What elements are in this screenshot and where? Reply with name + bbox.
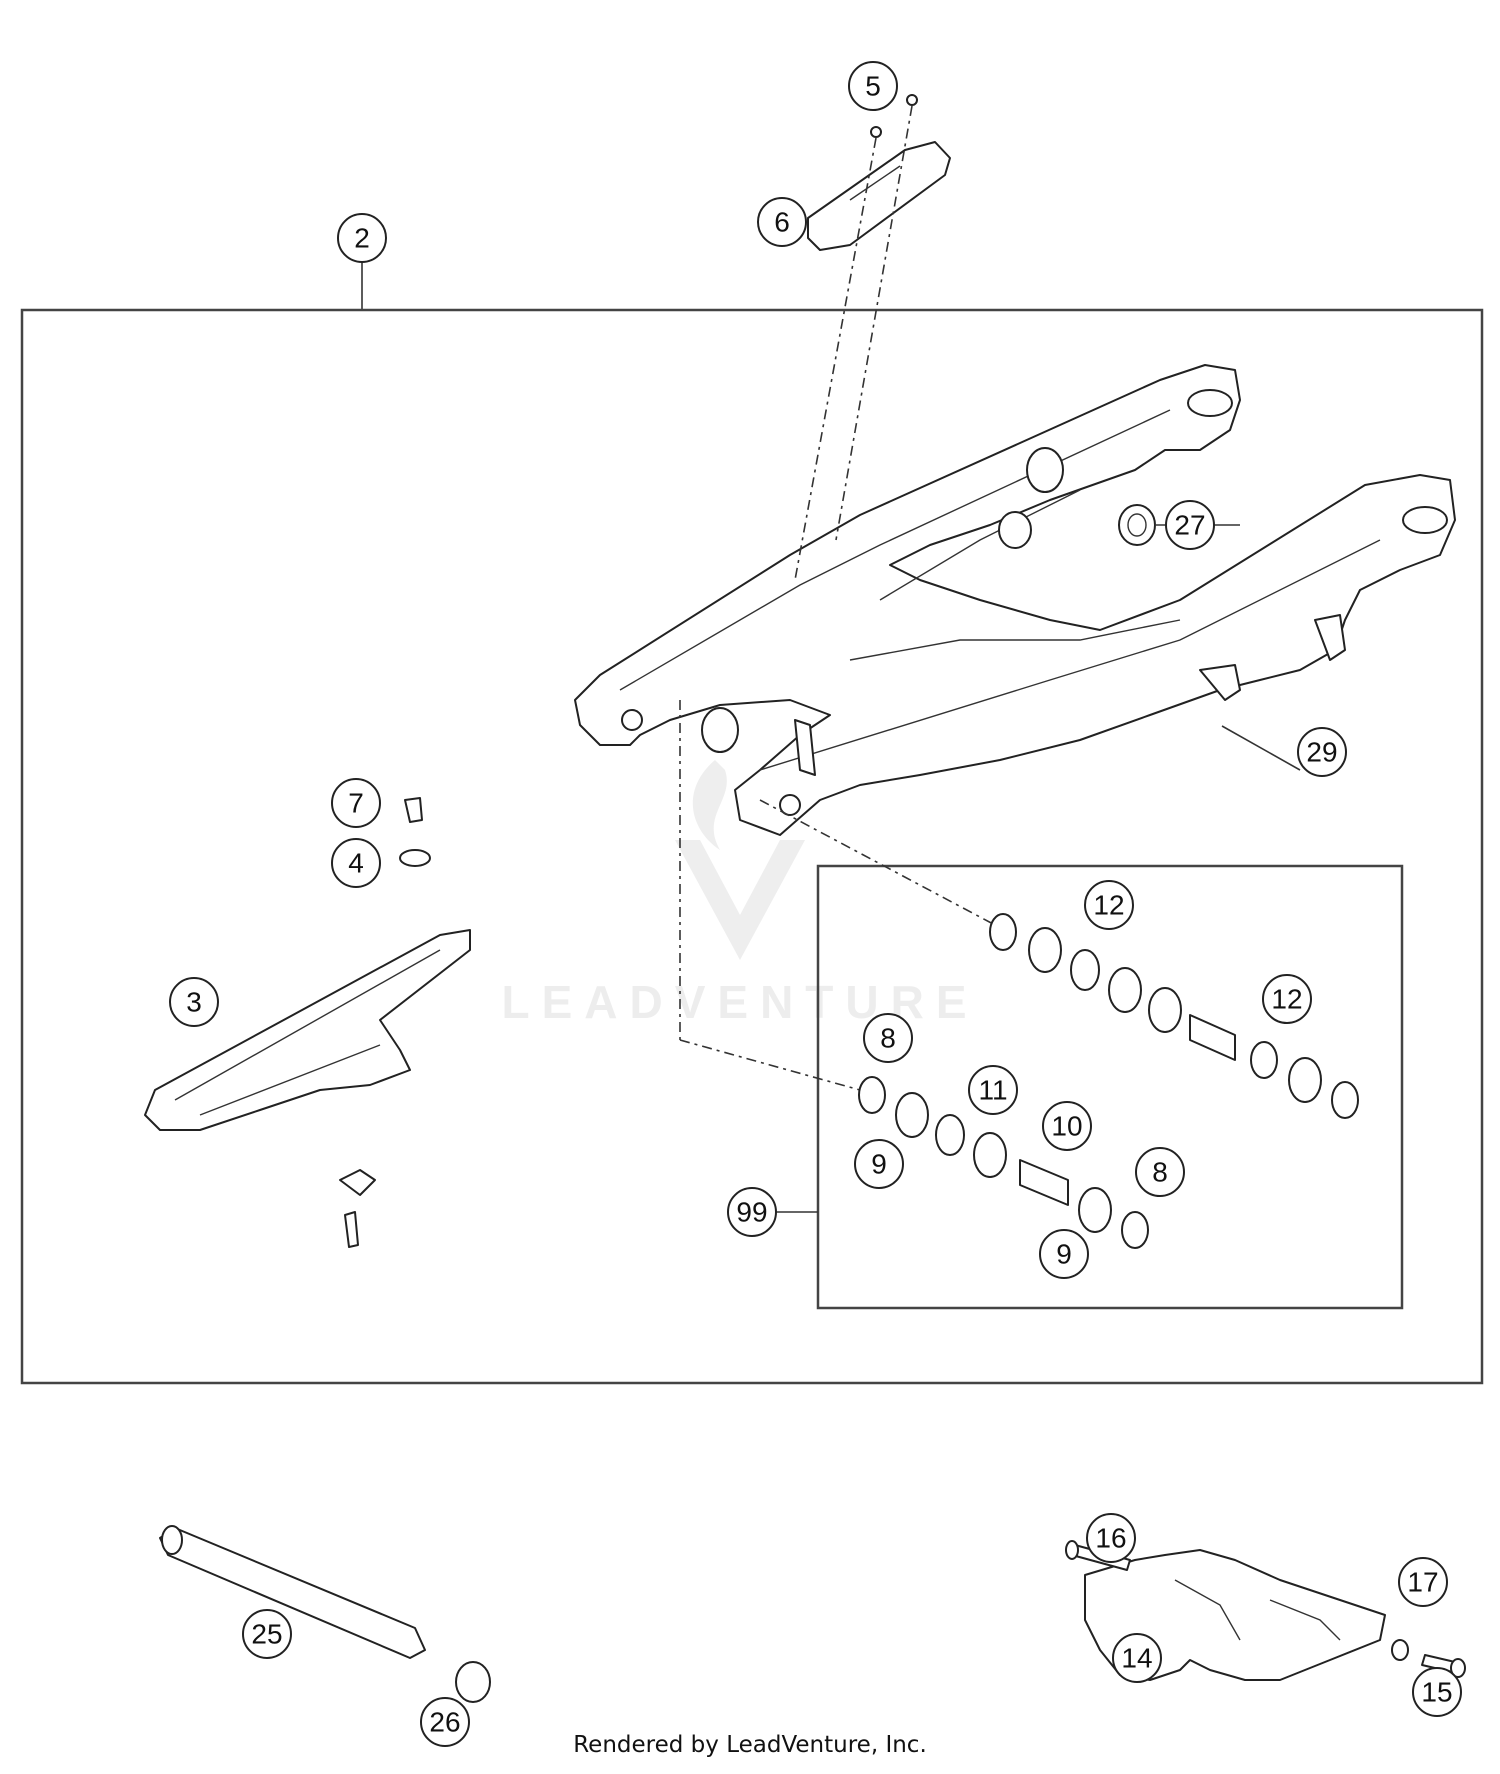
callout-17-label: 17 — [1407, 1567, 1438, 1598]
callout-9-upper: 9 — [854, 1139, 904, 1189]
bearing-kit-frame — [776, 864, 1404, 1310]
callout-6-label: 6 — [774, 207, 790, 238]
callout-12-upper: 12 — [1084, 880, 1134, 930]
callout-99: 99 — [727, 1187, 777, 1237]
callout-11-label: 11 — [978, 1075, 1007, 1106]
callout-2-label: 2 — [354, 223, 370, 254]
grommet-27 — [1118, 504, 1156, 546]
callout-29-label: 29 — [1306, 737, 1337, 768]
chain-guide — [1065, 1540, 1466, 1681]
callout-26-label: 26 — [429, 1707, 460, 1738]
callout-4-label: 4 — [348, 848, 364, 879]
callout-7: 7 — [331, 778, 381, 828]
callout-12-lower: 12 — [1262, 974, 1312, 1024]
callout-7-label: 7 — [348, 788, 364, 819]
callout-14-label: 14 — [1121, 1643, 1152, 1674]
callout-8-upper-label: 8 — [880, 1023, 896, 1054]
callout-3: 3 — [169, 977, 219, 1027]
assembly-frame — [20, 262, 1484, 1385]
callout-25-label: 25 — [251, 1619, 282, 1650]
callout-10-label: 10 — [1051, 1111, 1082, 1142]
callout-27-label: 27 — [1174, 510, 1205, 541]
callout-99-label: 99 — [736, 1197, 767, 1228]
callout-16-label: 16 — [1095, 1523, 1126, 1554]
callout-26: 26 — [420, 1697, 470, 1747]
callout-3-label: 3 — [186, 987, 202, 1018]
callout-9-upper-label: 9 — [871, 1149, 887, 1180]
footer-credit: Rendered by LeadVenture, Inc. — [573, 1732, 927, 1758]
callout-27: 27 — [1165, 500, 1215, 550]
callout-12-upper-label: 12 — [1093, 890, 1124, 921]
callout-15-label: 15 — [1421, 1677, 1452, 1708]
callout-8-lower-label: 8 — [1152, 1157, 1168, 1188]
chain-sliding-guard — [144, 797, 471, 1248]
callout-6: 6 — [757, 197, 807, 247]
callout-8-upper: 8 — [863, 1013, 913, 1063]
callout-9-lower-label: 9 — [1056, 1239, 1072, 1270]
callout-8-lower: 8 — [1135, 1147, 1185, 1197]
swingarm-pivot-bolt — [159, 1525, 491, 1703]
bearing-kit-parts — [679, 700, 1359, 1249]
callout-16: 16 — [1086, 1513, 1136, 1563]
swingarm — [574, 364, 1456, 836]
callout-10: 10 — [1042, 1101, 1092, 1151]
callout-4: 4 — [331, 838, 381, 888]
chain-slider-upper — [794, 94, 951, 581]
callout-14: 14 — [1112, 1633, 1162, 1683]
watermark-text: LEADVENTURE — [501, 976, 978, 1028]
callout-12-lower-label: 12 — [1271, 984, 1302, 1015]
callout-2: 2 — [337, 213, 387, 263]
callout-5: 5 — [848, 61, 898, 111]
callout-5-label: 5 — [865, 71, 881, 102]
callout-29: 29 — [1297, 727, 1347, 777]
callout-9-lower: 9 — [1039, 1229, 1089, 1279]
callout-15: 15 — [1412, 1667, 1462, 1717]
callout-17: 17 — [1398, 1557, 1448, 1607]
callout-11: 11 — [968, 1065, 1018, 1115]
callout-25: 25 — [242, 1609, 292, 1659]
